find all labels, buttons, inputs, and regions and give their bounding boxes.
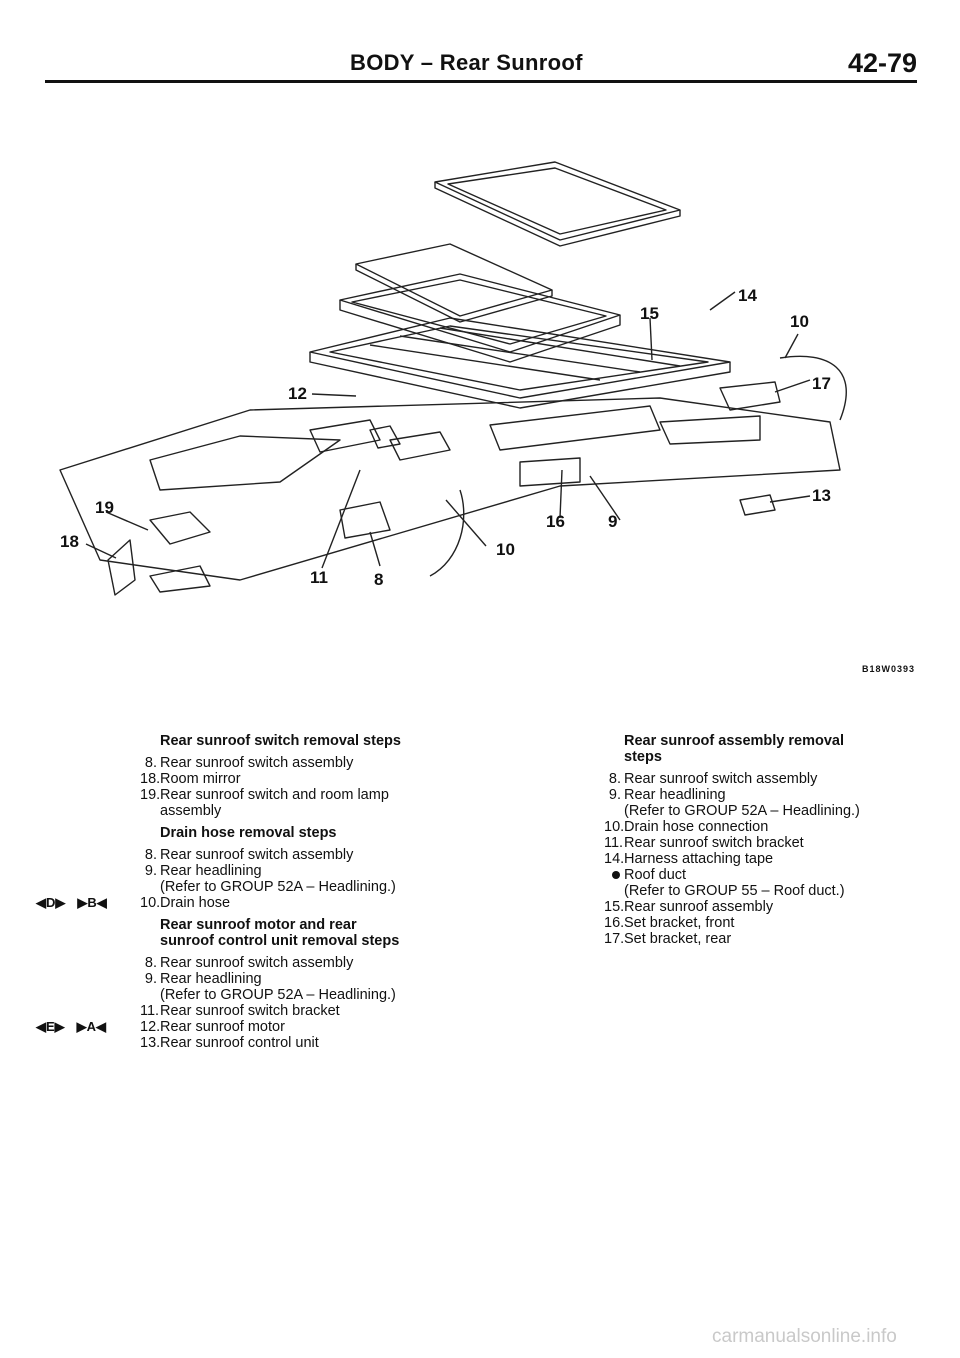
motor-removal-heading-1: Rear sunroof motor and rear [160,917,357,933]
exploded-diagram: 19 18 12 11 8 10 16 9 15 14 10 17 13 B18… [40,140,920,680]
section-subtitle: Rear Sunroof [439,50,583,75]
callout-17: 17 [812,374,831,393]
reference-note: (Refer to GROUP 55 – Roof duct.) [624,883,845,899]
control-unit [739,494,776,516]
list-item: 17.Set bracket, rear [604,931,732,947]
sunroof-motor [489,405,661,451]
list-item: 16.Set bracket, front [604,915,735,931]
section-name: BODY [350,50,415,75]
reference-note: (Refer to GROUP 52A – Headlining.) [160,987,396,1003]
callout-10-rear: 10 [790,312,809,331]
list-item: 19.Rear sunroof switch and room lamp [140,787,389,803]
callout-9: 9 [608,512,618,531]
list-item: ◀E▶▶A◀ 12.Rear sunroof motor [36,1019,285,1035]
bullet-icon [612,871,620,879]
reference-note: (Refer to GROUP 52A – Headlining.) [160,879,396,895]
diagram-drawing [59,161,847,596]
assembly-removal-heading-2: steps [624,749,662,765]
list-item: ◀D▶▶B◀ 10.Drain hose [36,895,231,911]
list-item: 8.Rear sunroof switch assembly [144,755,354,771]
list-item: 11.Rear sunroof switch bracket [604,835,804,851]
callout-12: 12 [288,384,307,403]
room-lamp-switch [149,511,211,545]
page-title: BODY – Rear Sunroof [350,50,583,76]
callout-10-front: 10 [496,540,515,559]
service-point-markers: ◀E▶▶A◀ [36,1019,107,1034]
switch-removal-heading: Rear sunroof switch removal steps [160,733,401,749]
list-item-continuation: assembly [160,803,222,819]
drain-hose-rear [779,355,847,421]
list-item: 8.Rear sunroof switch assembly [144,847,354,863]
list-item: 18.Room mirror [140,771,241,787]
title-dash: – [420,50,434,75]
switch-bracket [369,425,401,449]
list-item: 9.Rear headlining [144,863,262,879]
list-item: 9.Rear headlining [608,787,726,803]
right-column: Rear sunroof assembly removal steps 8.Re… [604,733,914,947]
header-rule [45,80,917,83]
service-point-markers: ◀D▶▶B◀ [36,895,107,910]
callout-13: 13 [812,486,831,505]
list-item: 15.Rear sunroof assembly [604,899,774,915]
list-item: 8.Rear sunroof switch assembly [608,771,818,787]
page-header: BODY – Rear Sunroof 42-79 [45,48,917,83]
figure-code: B18W0393 [862,664,916,674]
list-item: 14.Harness attaching tape [604,851,774,867]
callout-14: 14 [738,286,757,305]
list-item: 8.Rear sunroof switch assembly [144,955,354,971]
list-item: 11.Rear sunroof switch bracket [140,1003,340,1019]
callout-16: 16 [546,512,565,531]
sunshade [355,243,553,317]
callout-18: 18 [60,532,79,551]
callout-8: 8 [374,570,384,589]
headlining [59,397,841,581]
callout-11: 11 [310,568,328,587]
list-item-bullet: Roof duct [604,867,914,883]
room-mirror [107,539,136,596]
set-bracket-rear [719,381,781,411]
assembly-removal-heading-1: Rear sunroof assembly removal [624,733,845,749]
callout-19: 19 [95,498,114,517]
page-number: 42-79 [847,48,917,78]
left-column: Rear sunroof switch removal steps 8.Rear… [36,733,480,1051]
list-item: 9.Rear headlining [144,971,262,987]
motor-removal-heading-2: sunroof control unit removal steps [160,933,400,949]
list-item: 13.Rear sunroof control unit [140,1035,319,1051]
drain-hose-front [429,489,465,577]
watermark: carmanualsonline.info [712,1326,897,1347]
list-item: 10.Drain hose connection [604,819,769,835]
drain-removal-heading: Drain hose removal steps [160,825,337,841]
reference-note: (Refer to GROUP 52A – Headlining.) [624,803,860,819]
callout-15: 15 [640,304,659,323]
